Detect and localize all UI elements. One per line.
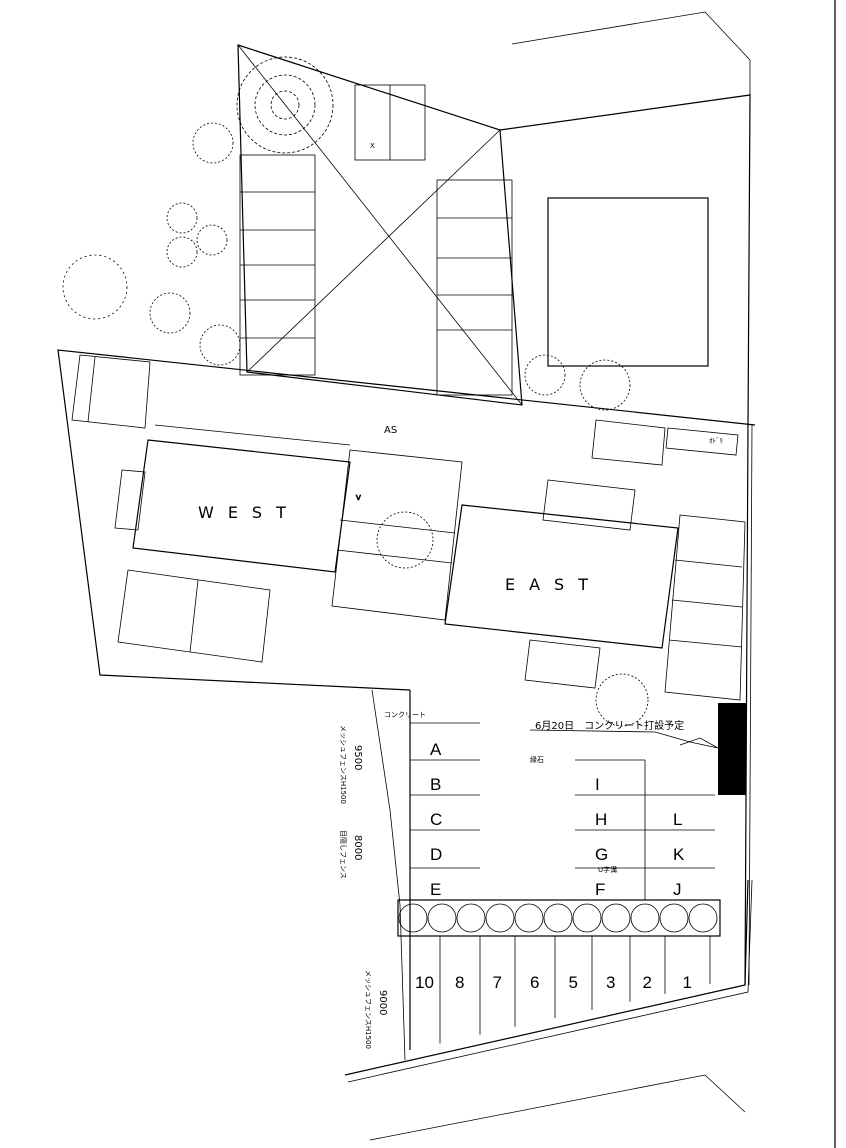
right-fence [744,424,749,986]
bottom-fence [344,879,749,1076]
courtyard-tree-icon [376,511,434,569]
hedge-shrub-icon [601,903,631,933]
dimension-note: メッシュフェンスH1500 [364,970,372,1049]
hedge-row [398,903,718,933]
hedge-shrub-icon [514,903,544,933]
tree-icon [196,224,228,256]
dimension-value: 8000 [352,835,363,860]
dimension-note: メッシュフェンスH1500 [339,725,347,804]
small-structures [71,354,739,663]
parking-space-label: I [595,775,600,794]
parking-space-label: H [595,810,607,829]
parking-space-label: B [430,775,441,794]
trees [62,56,649,727]
parking-space-label: G [595,845,608,864]
dimension-value: 9000 [377,990,388,1015]
parking-stall-number: 1 [683,973,692,992]
shrub-icon [62,254,128,320]
hedge-shrub-icon [543,903,573,933]
parking-space-label: A [430,740,442,759]
parking-space-label: D [430,845,442,864]
square-structure [547,197,709,367]
parking-space-label: J [673,880,682,899]
dimension-line [371,689,406,1061]
tree-icon [524,354,566,396]
dimension-3: 9000 メッシュフェンスH1500 [364,970,388,1049]
hedge-shrub-icon [398,903,428,933]
west-label: WEST [198,503,300,522]
dimension-2: 8000 目隠しフェンス [339,830,363,879]
hedge-shrub-icon [485,903,515,933]
parking-stall-number: 6 [530,973,539,992]
east-label: EAST [505,575,602,594]
dimension-1: 9500 メッシュフェンスH1500 [339,725,363,804]
as-label: AS [384,425,397,436]
parking-lot [397,690,721,1050]
parking-space-label: K [673,845,685,864]
hedge-shrub-icon [456,903,486,933]
tree-icon [166,236,198,268]
parking-space-label: L [673,810,682,829]
courtyard: V [331,449,463,621]
west-building: WEST [132,424,351,573]
schedule-note: 6月20日 コンクリート打設予定 [535,719,684,732]
parking-space-label: C [430,810,442,829]
x-label: X [370,142,375,150]
hedge-shrub-icon [427,903,457,933]
concrete-area [718,703,746,795]
tree-icon [149,292,191,334]
large-tree-icon [236,56,334,154]
bottom-stalls [409,936,711,1050]
hedge-shrub-icon [572,903,602,933]
site-boundary [57,349,756,691]
gutter-label: U字溝 [598,865,617,874]
parking-space-label: F [595,880,605,899]
hedge-shrub-icon [659,903,689,933]
parking-stall-number: 10 [415,973,434,992]
parking-stall-number: 7 [493,973,502,992]
curb-label: 縁石 [530,755,544,764]
leader-line [529,729,719,749]
parking-space-label: E [430,880,441,899]
v-label: V [356,494,361,502]
tree-icon [579,359,631,411]
hedge-shrub-icon [630,903,660,933]
hedge-shrub-icon [688,903,718,933]
parking-stall-number: 8 [455,973,464,992]
concrete-label: コンクリート [384,711,426,719]
neighbor-building [369,1074,746,1141]
neighbor-lot [511,11,751,95]
east-building: EAST [444,479,679,689]
tree-icon [192,122,234,164]
parking-stall-number: 5 [569,973,578,992]
dimension-note: 目隠しフェンス [339,830,348,879]
room-label: ｵﾄﾞﾘ [709,437,723,445]
east-parking [664,514,746,701]
tree-icon [595,673,649,727]
tree-icon [199,324,241,366]
dimension-value: 9500 [352,745,363,770]
parking-stall-number: 3 [606,973,615,992]
tree-icon [166,202,198,234]
parking-stall-number: 2 [643,973,652,992]
